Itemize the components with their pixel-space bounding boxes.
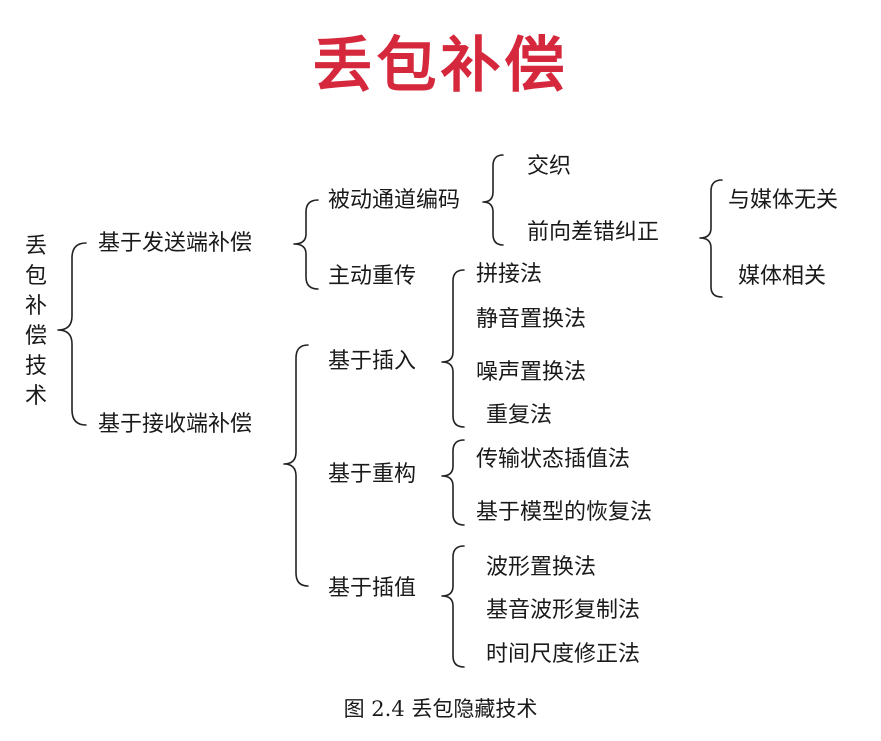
node-media-related: 媒体相关 <box>738 264 827 289</box>
page-title: 丢包补偿 <box>312 31 569 101</box>
brace-root <box>57 242 87 426</box>
node-noise-substitution: 噪声置换法 <box>476 360 587 385</box>
brace-fec <box>699 179 723 298</box>
root-char: 丢 <box>24 234 47 259</box>
brace-passive <box>482 154 504 246</box>
node-time-scale-modification: 时间尺度修正法 <box>486 642 641 667</box>
root-char: 术 <box>24 384 47 409</box>
brace-sender <box>293 199 319 290</box>
node-insertion: 基于插入 <box>328 349 417 374</box>
node-waveform-substitution: 波形置换法 <box>486 555 597 580</box>
brace-insertion <box>441 269 465 428</box>
brace-receiver <box>283 344 309 587</box>
node-active-retransmission: 主动重传 <box>328 264 417 289</box>
root-char: 补 <box>24 294 47 319</box>
node-splicing: 拼接法 <box>476 262 543 287</box>
node-silence-substitution: 静音置换法 <box>476 307 587 332</box>
node-repetition: 重复法 <box>486 403 553 428</box>
node-passive-channel-coding: 被动通道编码 <box>328 188 461 213</box>
node-pitch-waveform-replication: 基音波形复制法 <box>486 598 641 623</box>
root-char: 技 <box>24 354 47 379</box>
root-char: 偿 <box>24 324 47 349</box>
brace-reconstruction <box>441 439 465 526</box>
node-model-recovery: 基于模型的恢复法 <box>476 500 653 525</box>
node-sender: 基于发送端补偿 <box>98 231 253 256</box>
node-reconstruction: 基于重构 <box>328 462 417 487</box>
node-interpolation: 基于插值 <box>328 576 417 601</box>
figure-caption: 图 2.4 丢包隐藏技术 <box>343 697 538 721</box>
node-state-interpolation: 传输状态插值法 <box>476 447 631 472</box>
node-receiver: 基于接收端补偿 <box>98 412 253 437</box>
node-interleave: 交织 <box>527 154 572 179</box>
root-node: 丢 包 补 偿 技 术 <box>22 232 50 412</box>
node-fec: 前向差错纠正 <box>527 220 660 245</box>
root-char: 包 <box>24 264 47 289</box>
brace-interpolation <box>441 545 465 668</box>
node-media-independent: 与媒体无关 <box>728 188 839 213</box>
